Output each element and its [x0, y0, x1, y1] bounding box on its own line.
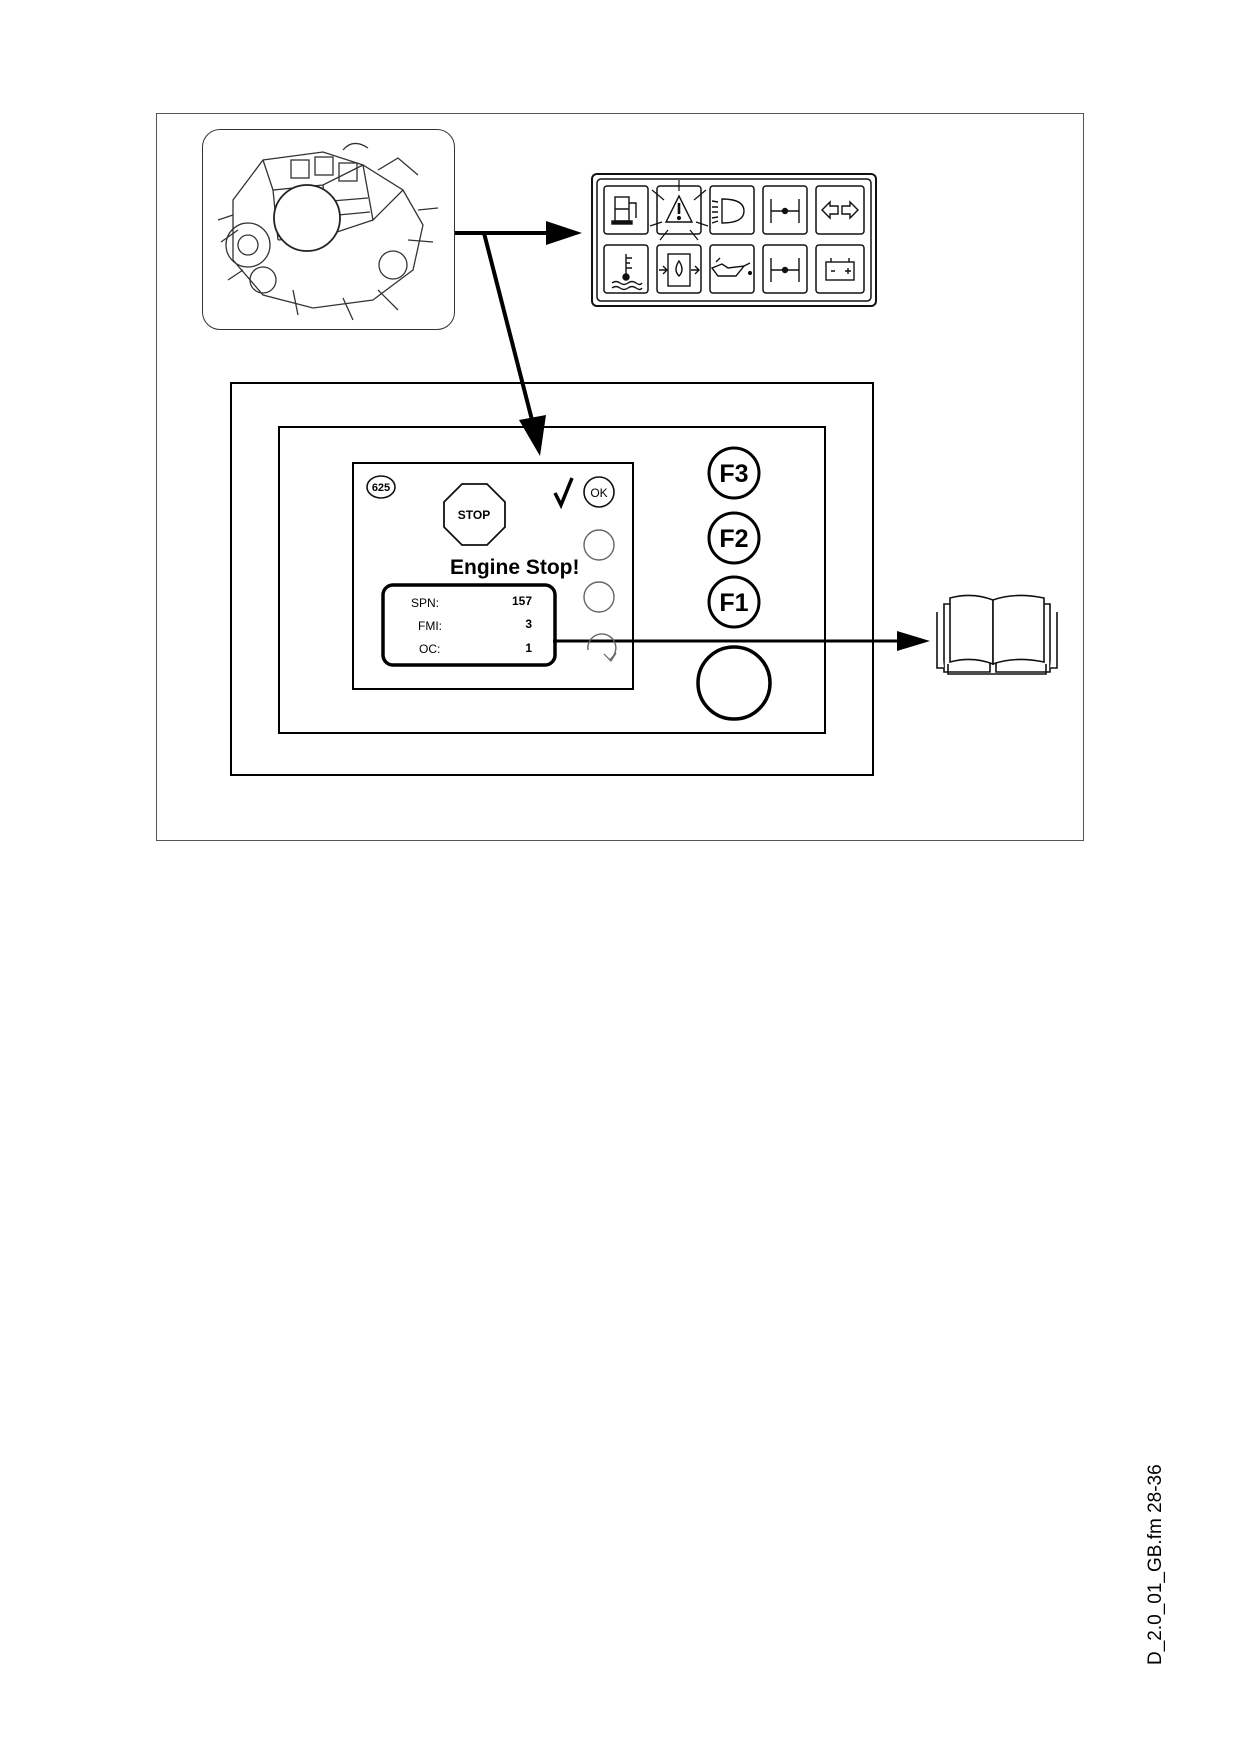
figure-frame [156, 113, 1084, 841]
engine-icon [217, 142, 439, 321]
display-screen [352, 462, 634, 690]
engine-illustration-box [202, 129, 455, 330]
warning-light-panel [591, 173, 877, 307]
console-outer-frame [230, 382, 874, 776]
console-inner-frame [278, 426, 826, 734]
footer-doc-id-text: D_2.0_01_GB.fm 28-36 [1145, 1464, 1166, 1665]
